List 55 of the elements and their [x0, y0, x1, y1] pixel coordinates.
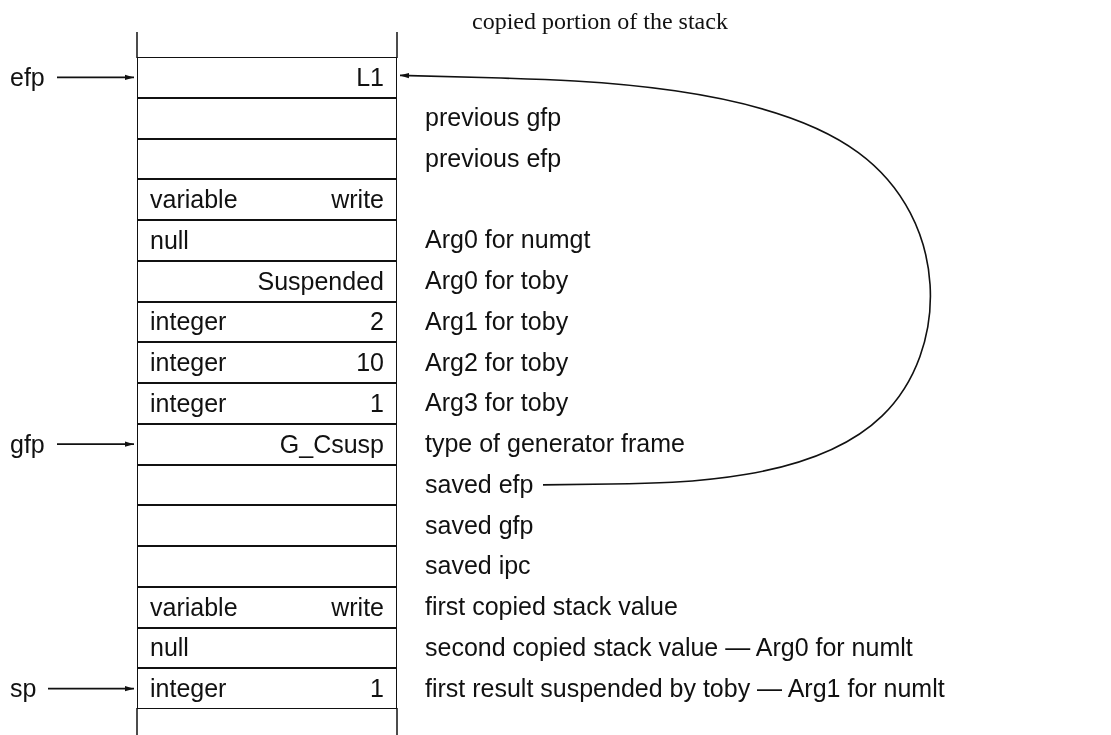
cell-value: integer: [150, 350, 227, 376]
stack-cell: [137, 668, 397, 709]
cell-value: 1: [370, 390, 384, 416]
arrow: [399, 72, 931, 486]
stack-cell: [137, 383, 397, 424]
stack-cell: [137, 301, 397, 343]
cell-value: 2: [370, 309, 384, 335]
stack-cell: [137, 138, 397, 180]
cell-value: Suspended: [257, 268, 384, 294]
stack-cell: [137, 179, 397, 220]
cell-value: variable: [150, 594, 238, 620]
cell-value: null: [150, 227, 189, 253]
cell-value: L1: [356, 64, 384, 90]
stack-cell: [137, 546, 397, 587]
stack-cell: [137, 505, 397, 546]
annotation-text: Arg3 for toby: [425, 390, 569, 416]
annotation-text: first result suspended by toby — Arg1 for numlt: [425, 675, 945, 701]
cell-value: integer: [150, 309, 227, 335]
arrow: [47, 685, 135, 692]
stack-cell: [137, 586, 397, 628]
cell-value: G_Csusp: [279, 431, 384, 457]
cell-value: 10: [356, 350, 384, 376]
annotation-text: Arg2 for toby: [425, 349, 569, 375]
arrow: [56, 74, 135, 81]
stack-cell: [137, 57, 397, 98]
annotation-text: Arg1 for toby: [425, 308, 569, 334]
arrow: [56, 441, 135, 447]
annotation-text: saved gfp: [425, 512, 534, 538]
cell-value: null: [150, 635, 189, 661]
stack-cell: [137, 464, 397, 506]
annotation-text: second copied stack value — Arg0 for numlt: [425, 634, 913, 660]
annotation-text: first copied stack value: [425, 594, 678, 620]
annotation-text: previous gfp: [425, 105, 562, 131]
annotation-text: type of generator frame: [425, 431, 685, 457]
pointer-label: sp: [10, 673, 60, 704]
stack-cell: [137, 342, 397, 383]
stack-cell: [137, 97, 397, 139]
stack-cell: [137, 260, 397, 302]
cell-value: integer: [150, 676, 227, 702]
pointer-label: gfp: [10, 428, 60, 460]
annotation-text: Arg0 for toby: [425, 268, 569, 294]
pointer-label: efp: [10, 62, 60, 93]
stack-cell: [137, 220, 397, 261]
cell-value: write: [331, 187, 384, 213]
cell-value: write: [331, 594, 384, 620]
stack-cell: [137, 627, 397, 669]
annotation-text: saved efp: [425, 469, 540, 501]
annotation-text: saved ipc: [425, 553, 531, 579]
cell-value: variable: [150, 187, 238, 213]
diagram-title: copied portion of the stack: [472, 8, 728, 35]
annotation-text: previous efp: [425, 145, 562, 171]
stack-cell: [137, 423, 397, 465]
cell-value: 1: [370, 676, 384, 702]
annotation-text: Arg0 for numgt: [425, 227, 591, 253]
cell-value: integer: [150, 390, 227, 416]
